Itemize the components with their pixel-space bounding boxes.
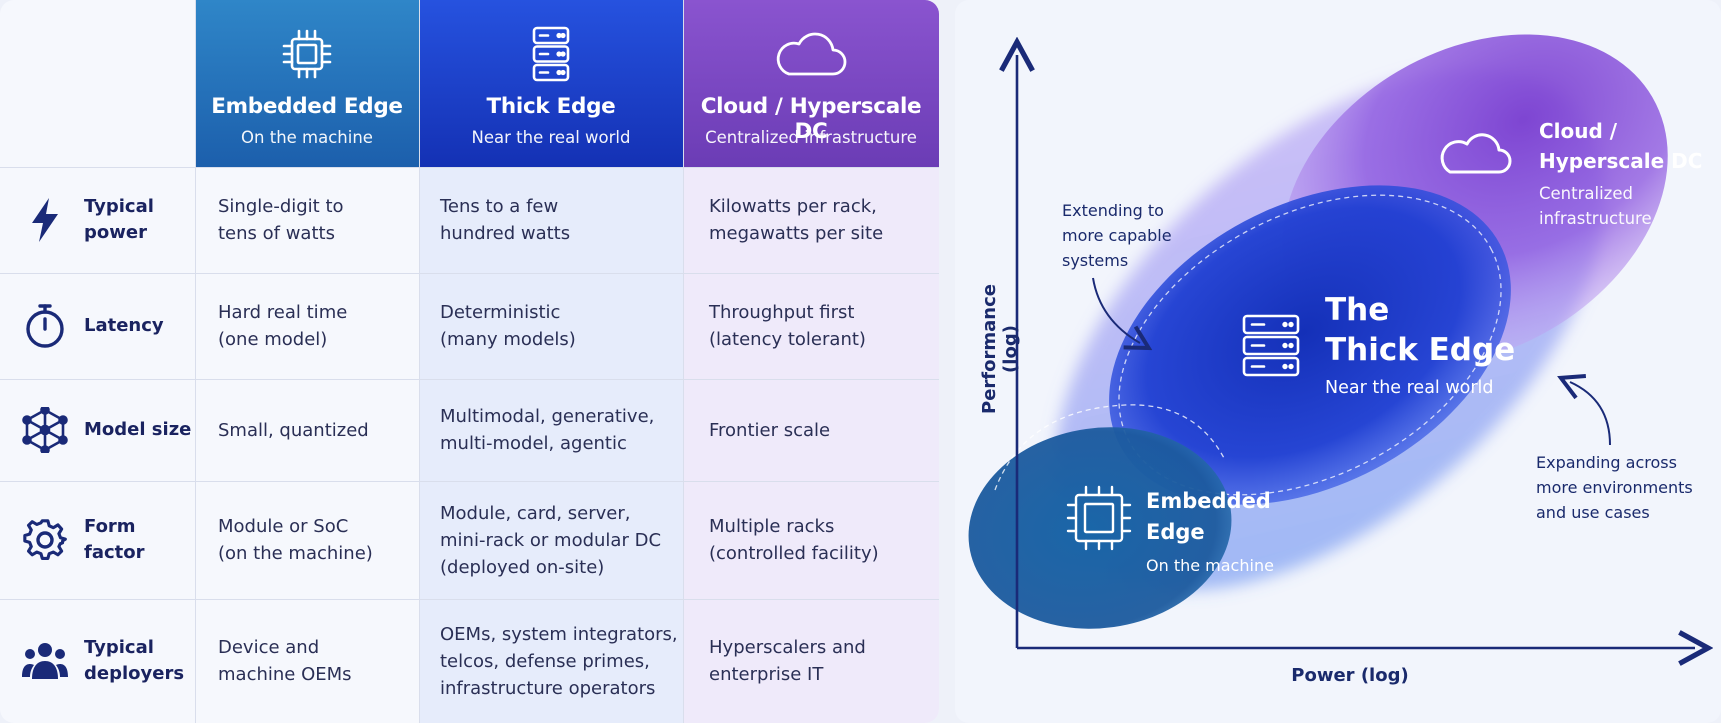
- row-label-latency: Latency: [0, 273, 195, 379]
- y-axis-label: Performance (log): [979, 284, 1021, 414]
- thick-edge-column-background: [419, 167, 683, 723]
- row-divider: [0, 379, 939, 380]
- embedded-title: Embedded Edge: [1146, 489, 1271, 544]
- cloud-icon: [776, 32, 847, 76]
- stopwatch-icon: [22, 303, 68, 349]
- row-label-typical-deployers: Typical deployers: [0, 599, 195, 723]
- gear-icon: [22, 517, 68, 563]
- row-label-text: Model size: [84, 419, 192, 440]
- cell-thick-power: Tens to a few hundred watts: [440, 196, 571, 244]
- x-axis-label: Power (log): [1291, 665, 1409, 686]
- column-header-thick-edge: Thick Edge Near the real world: [419, 0, 683, 167]
- cell-embedded-deployers: Device and machine OEMs: [218, 637, 352, 685]
- cell-thick-deployers: OEMs, system integrators, telcos, defens…: [440, 623, 678, 699]
- server-icon: [532, 26, 570, 82]
- column-header-cloud: Cloud / Hyperscale DC Centralized infras…: [683, 0, 939, 167]
- cell-thick-model-size: Multimodal, generative, multi-model, age…: [440, 406, 655, 454]
- chip-icon: [1066, 485, 1132, 551]
- cloud-title: Cloud / Hyperscale DC: [1539, 119, 1703, 173]
- embedded-subtitle: On the machine: [1146, 556, 1274, 575]
- row-divider: [0, 167, 939, 168]
- annotation-expanding: Expanding across more environments and u…: [1536, 453, 1693, 522]
- comparison-table: Embedded Edge On the machine Thick Edge …: [0, 0, 939, 723]
- thick-edge-subtitle: Near the real world: [1325, 378, 1494, 398]
- people-icon: [22, 638, 68, 684]
- column-title: Embedded Edge: [211, 94, 403, 119]
- cloud-column-background: [683, 167, 939, 723]
- column-subtitle: On the machine: [241, 128, 373, 147]
- column-title: Thick Edge: [486, 94, 616, 119]
- row-label-text: Form factor: [84, 516, 145, 563]
- column-subtitle: Centralized infrastructure: [705, 128, 917, 147]
- column-divider: [195, 0, 196, 723]
- row-label-text: Typical power: [84, 196, 154, 243]
- embedded-region: [968, 427, 1232, 629]
- thick-edge-title: The Thick Edge: [1325, 292, 1516, 368]
- cell-cloud-power: Kilowatts per rack, megawatts per site: [709, 196, 884, 244]
- column-header-embedded-edge: Embedded Edge On the machine: [195, 0, 419, 167]
- row-divider: [0, 599, 939, 600]
- cloud-icon: [1440, 133, 1512, 174]
- row-label-text: Latency: [84, 315, 164, 336]
- lightning-icon: [22, 197, 68, 243]
- row-label-model-size: Model size: [0, 379, 195, 481]
- column-divider: [419, 0, 420, 723]
- cell-embedded-form-factor: Module or SoC (on the machine): [218, 516, 373, 564]
- server-icon: [1242, 314, 1300, 377]
- cell-embedded-power: Single-digit to tens of watts: [218, 196, 344, 244]
- cell-embedded-latency: Hard real time (one model): [218, 302, 348, 350]
- cell-thick-latency: Deterministic (many models): [440, 302, 576, 350]
- thick-edge-region: [1109, 185, 1511, 505]
- edge-positioning-diagram: Performance (log) Power (log) Cloud / Hy…: [955, 0, 1721, 723]
- cell-embedded-model-size: Small, quantized: [218, 419, 369, 441]
- cell-thick-form-factor: Module, card, server, mini-rack or modul…: [440, 502, 662, 578]
- cloud-subtitle: Centralized infrastructure: [1539, 184, 1652, 228]
- expand-arrow: [1570, 382, 1611, 446]
- column-subtitle: Near the real world: [471, 128, 631, 147]
- extend-arrow: [1092, 277, 1140, 343]
- column-divider: [683, 0, 684, 723]
- cell-cloud-latency: Throughput first (latency tolerant): [709, 302, 866, 350]
- annotation-extending: Extending to more capable systems: [1062, 201, 1172, 270]
- row-label-form-factor: Form factor: [0, 481, 195, 599]
- column-title: Cloud / Hyperscale DC: [700, 94, 922, 144]
- diagram-canvas: [968, 34, 1721, 723]
- row-label-text: Typical deployers: [84, 637, 185, 684]
- cell-cloud-model-size: Frontier scale: [709, 419, 831, 441]
- cell-cloud-deployers: Hyperscalers and enterprise IT: [709, 637, 866, 685]
- chip-icon: [282, 29, 332, 79]
- row-label-typical-power: Typical power: [0, 167, 195, 273]
- cell-cloud-form-factor: Multiple racks (controlled facility): [709, 516, 879, 564]
- row-divider: [0, 273, 939, 274]
- row-divider: [0, 481, 939, 482]
- network-icon: [22, 407, 68, 453]
